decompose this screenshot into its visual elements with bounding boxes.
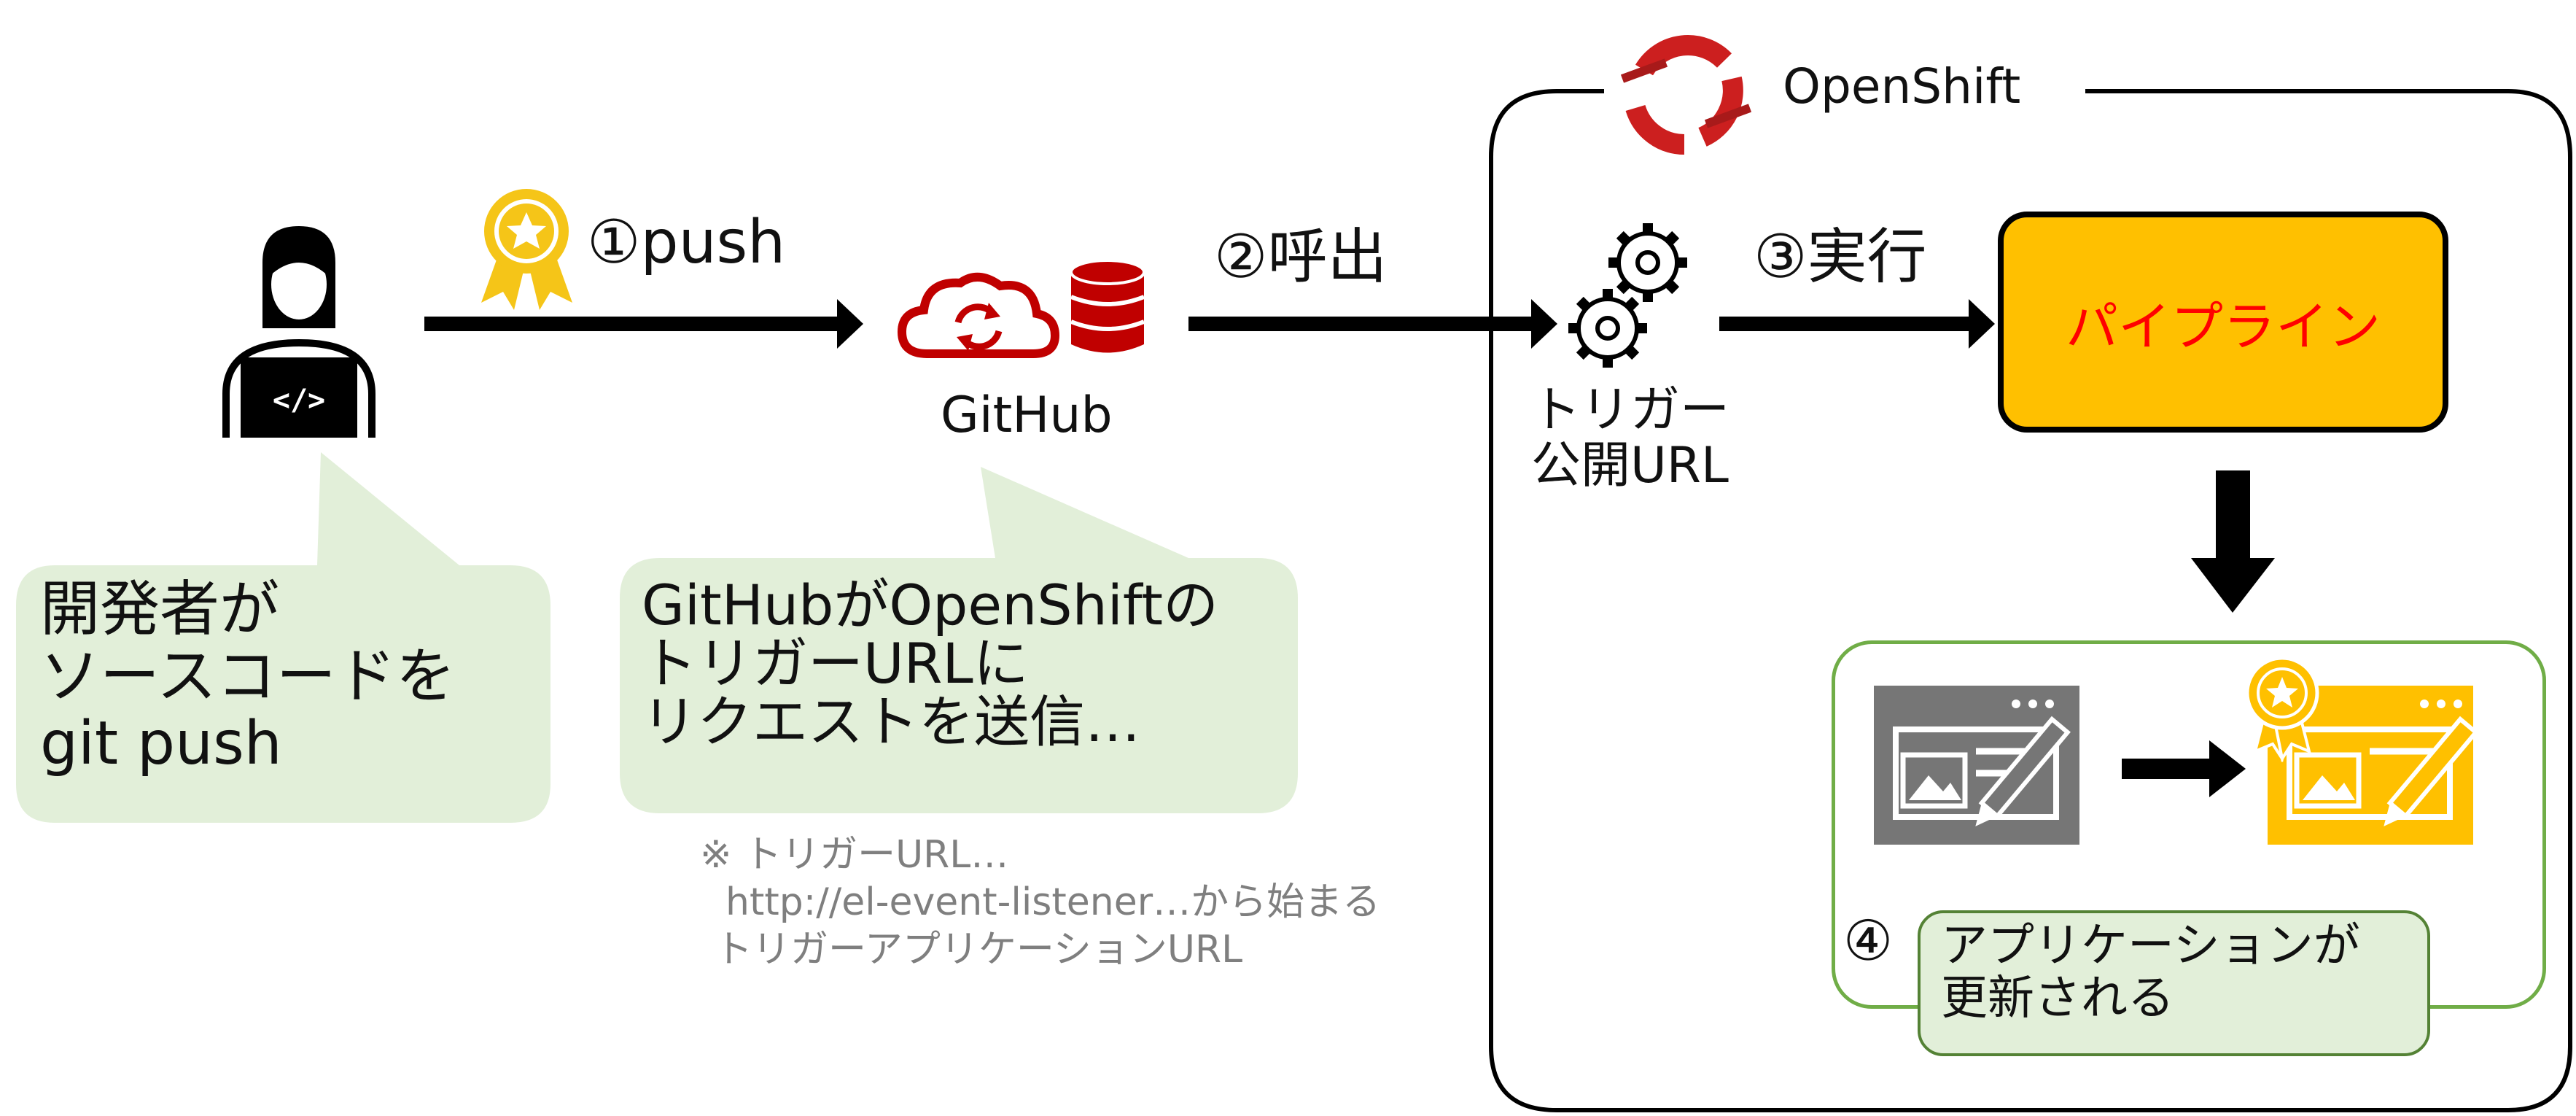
- app-window-updated-icon: [2245, 656, 2479, 845]
- push-arrowhead: [837, 299, 863, 349]
- call-arrow: [1188, 317, 1535, 331]
- github-note-line: リクエストを送信…: [642, 689, 1140, 754]
- gears-icon: [1568, 223, 1687, 368]
- developer-note-line: 開発者が: [40, 575, 280, 644]
- github-label: GitHub: [941, 387, 1113, 444]
- github-note-line: トリガーURLに: [642, 630, 1029, 696]
- openshift-brand: OpenShift: [1783, 58, 2021, 115]
- update-callout-line: アプリケーションが: [1941, 919, 2360, 973]
- footnote-line: ※ トリガーURL…: [700, 833, 1009, 877]
- step-update-number: ④: [1843, 908, 1894, 973]
- svg-text:</>: </>: [273, 384, 325, 417]
- openshift-logo-icon: [1620, 35, 1752, 155]
- update-arrowhead: [2209, 740, 2246, 797]
- footnote-line: トリガーアプリケーションURL: [715, 928, 1243, 972]
- github-note: GitHubがOpenShiftの トリガーURLに リクエストを送信…: [642, 576, 1218, 751]
- developer-note-line: git push: [40, 708, 282, 778]
- down-arrow: [2191, 470, 2275, 613]
- pipeline-box: パイプライン: [1998, 212, 2448, 433]
- step-push-label: ①push: [587, 208, 786, 277]
- trigger-label-line: 公開URL: [1531, 437, 1729, 495]
- call-arrowhead: [1531, 299, 1557, 349]
- trigger-url-label: トリガー 公開URL: [1531, 381, 1730, 495]
- trigger-footnote: ※ トリガーURL… http://el-event-listener…から始ま…: [700, 832, 1380, 974]
- update-callout: アプリケーションが 更新される: [1918, 910, 2430, 1056]
- step-call-label: ②呼出: [1214, 222, 1388, 292]
- step-run-label: ③実行: [1754, 222, 1927, 292]
- update-callout-line: 更新される: [1941, 971, 2174, 1026]
- developer-note-line: ソースコードを: [40, 641, 456, 711]
- award-icon: [481, 189, 572, 310]
- github-note-line: GitHubがOpenShiftの: [642, 573, 1219, 638]
- update-arrow: [2122, 759, 2213, 779]
- trigger-label-line: トリガー: [1531, 381, 1730, 439]
- developer-note: 開発者が ソースコードを git push: [40, 576, 456, 777]
- app-window-icon: [1874, 686, 2079, 845]
- database-icon: [1070, 259, 1145, 353]
- run-arrow: [1719, 317, 1971, 331]
- developer-icon: </>: [222, 226, 375, 438]
- run-arrowhead: [1969, 299, 1995, 349]
- footnote-line: http://el-event-listener…から始まる: [725, 880, 1381, 924]
- cloud-sync-icon: [897, 273, 1060, 358]
- push-arrow: [424, 317, 840, 331]
- pipeline-label: パイプライン: [2065, 296, 2381, 357]
